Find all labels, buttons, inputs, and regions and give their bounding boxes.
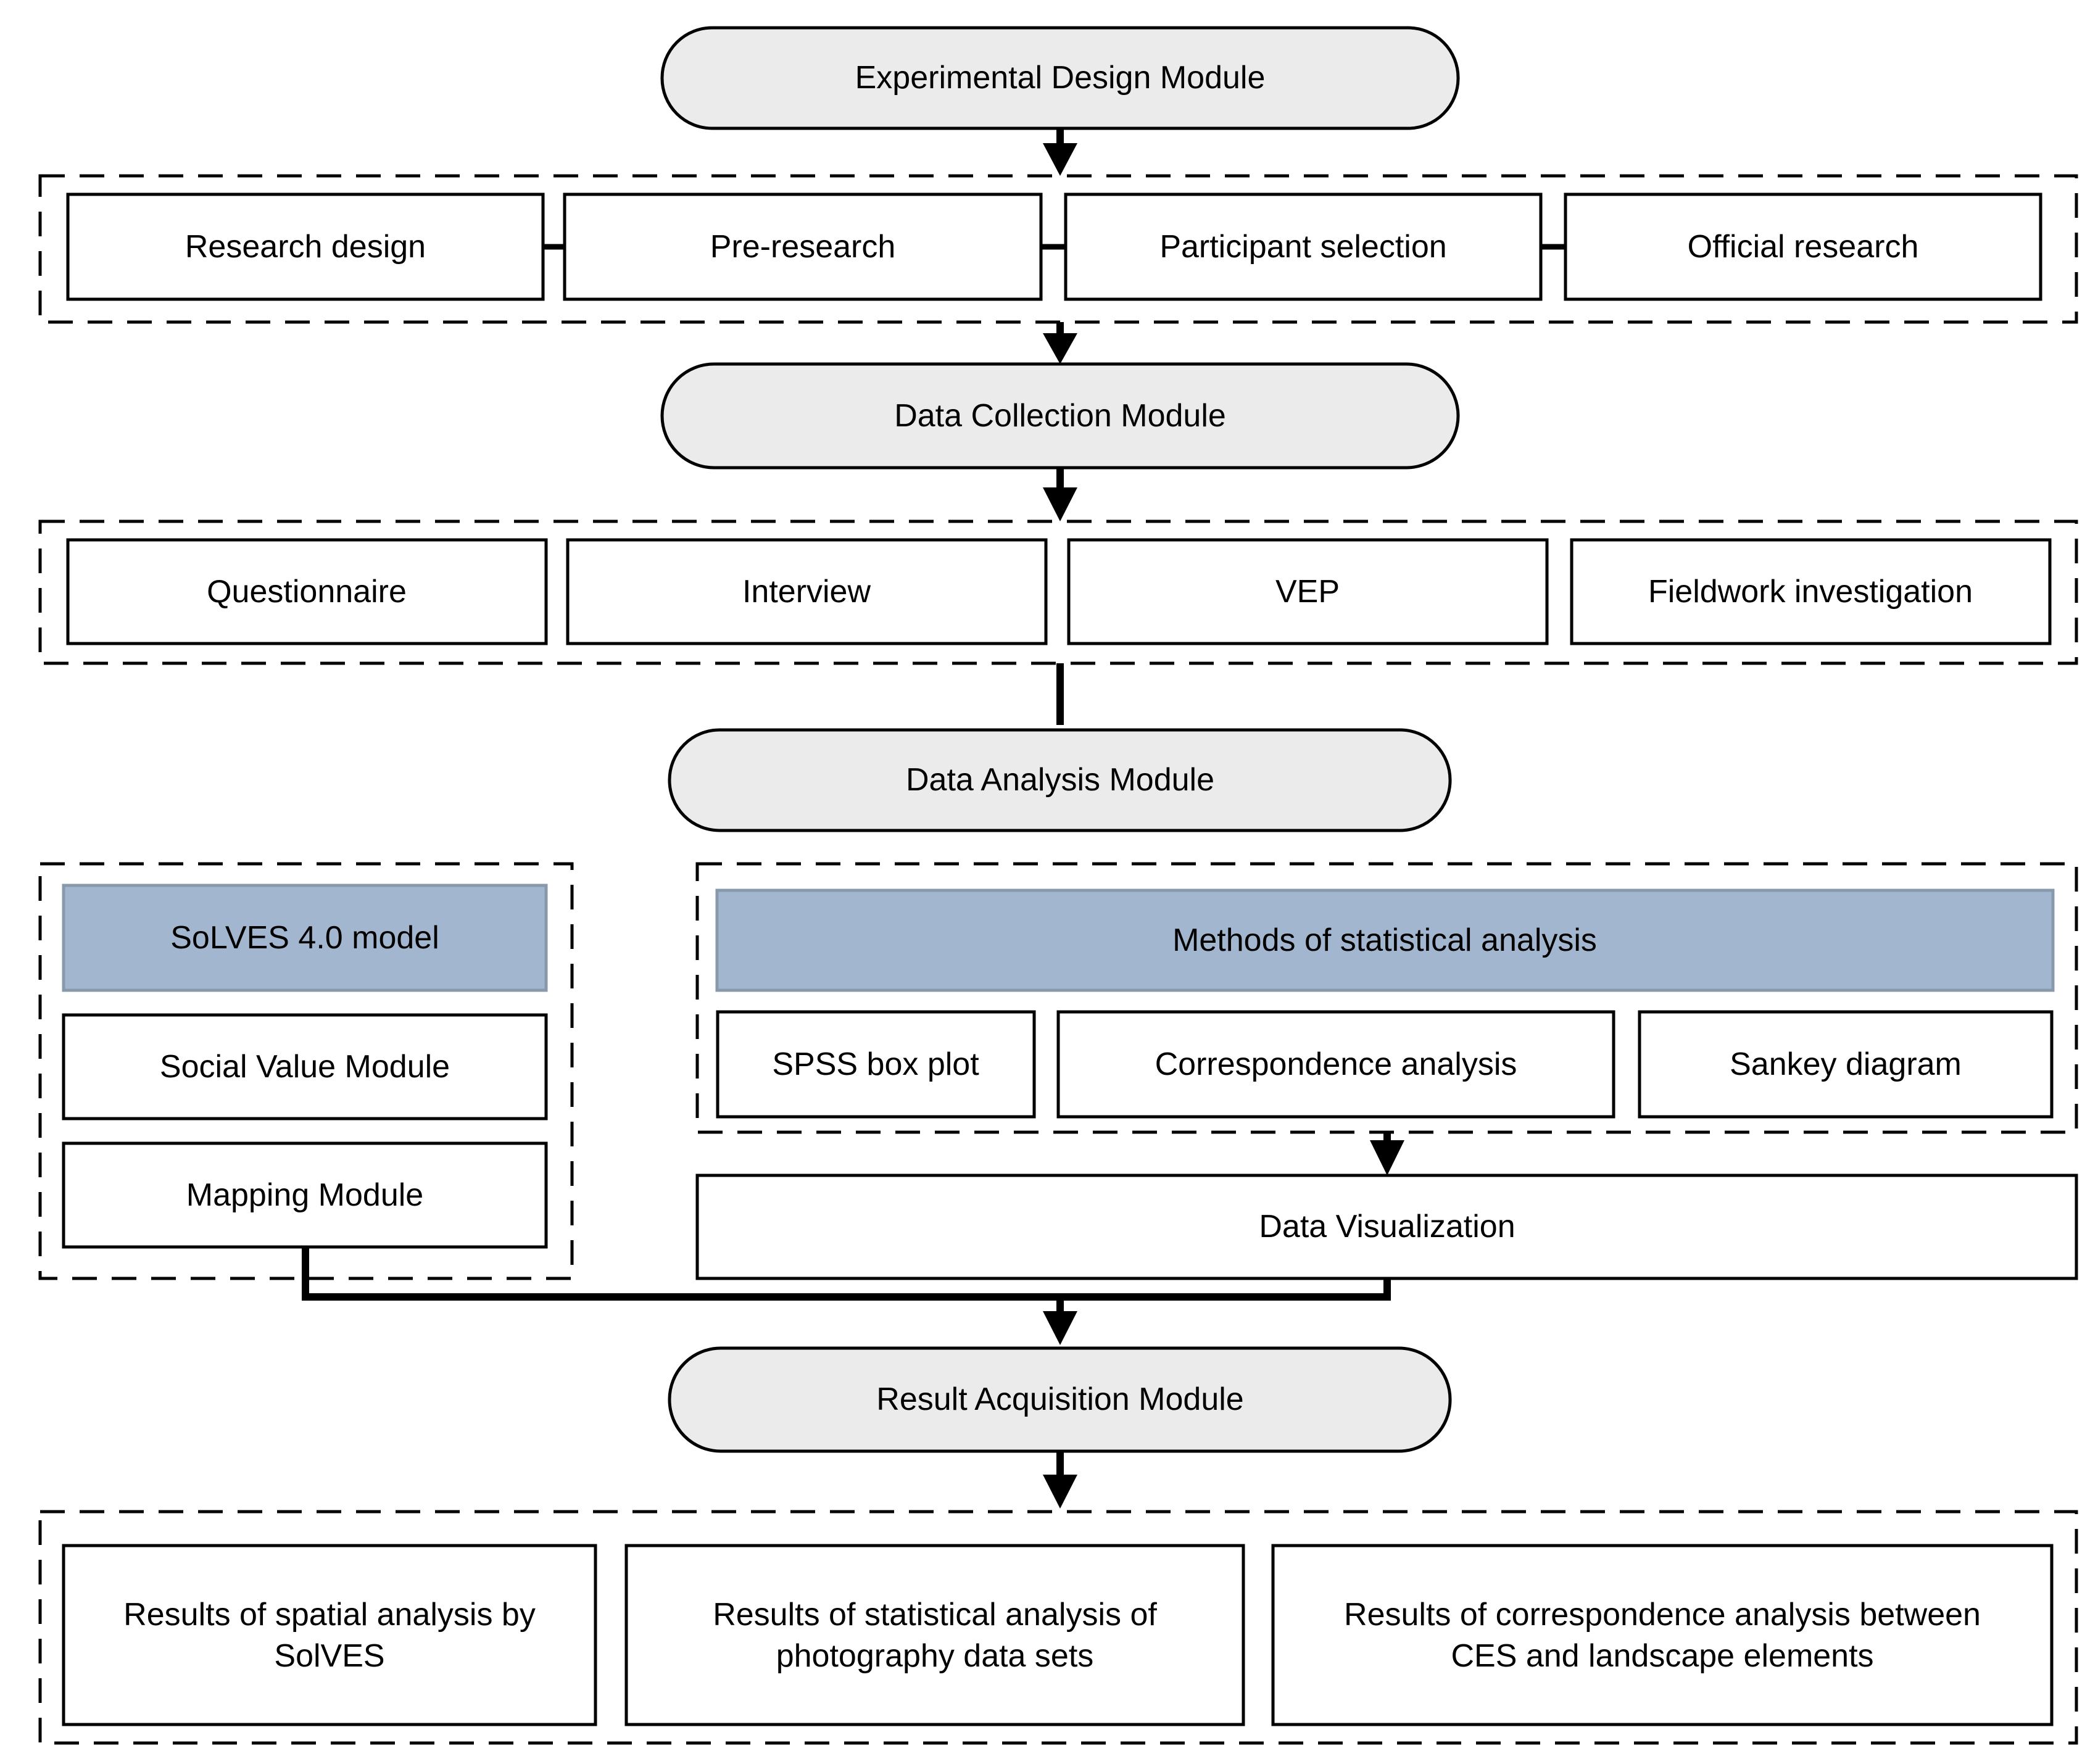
method-interview-label: Interview: [742, 574, 871, 610]
result-spatial-analysis: Results of spatial analysis by SolVES: [62, 1544, 597, 1726]
solves-header: SoLVES 4.0 model: [62, 884, 548, 992]
result-statistical-analysis-line-1: Results of statistical analysis of: [713, 1597, 1157, 1633]
method-fieldwork-investigation: Fieldwork investigation: [1570, 538, 2052, 645]
solves-header-label: SoLVES 4.0 model: [170, 920, 439, 956]
arrowhead: [1370, 1140, 1404, 1175]
step-pre-research-label: Pre-research: [710, 229, 896, 265]
results-group: [38, 1510, 2078, 1745]
mapping-module: Mapping Module: [62, 1141, 548, 1249]
method-interview: Interview: [566, 538, 1048, 645]
arrowhead: [1043, 1311, 1077, 1345]
result-statistical-analysis-line-2: photography data sets: [776, 1638, 1094, 1674]
result-acquisition-module: Result Acquisition Module: [668, 1346, 1452, 1453]
result-statistical-analysis: Results of statistical analysis of photo…: [624, 1544, 1245, 1726]
method-vep: VEP: [1067, 538, 1549, 645]
arrowhead: [1043, 333, 1077, 364]
connectors: [302, 128, 1565, 1509]
data-collection-label: Data Collection Module: [894, 398, 1226, 434]
arrowhead: [1043, 1475, 1077, 1509]
result-spatial-analysis-line-2: SolVES: [274, 1638, 384, 1674]
data-visualization-label: Data Visualization: [1259, 1209, 1515, 1244]
method-questionnaire-label: Questionnaire: [207, 574, 407, 610]
step-pre-research: Pre-research: [563, 193, 1043, 301]
data-analysis-module: Data Analysis Module: [668, 728, 1452, 832]
data-analysis-label: Data Analysis Module: [906, 762, 1214, 798]
social-value-module: Social Value Module: [62, 1013, 548, 1120]
result-acquisition-label: Result Acquisition Module: [876, 1381, 1243, 1417]
result-correspondence-analysis: Results of correspondence analysis betwe…: [1271, 1544, 2054, 1726]
result-correspondence-analysis-line-2: CES and landscape elements: [1451, 1638, 1873, 1674]
experimental-design-label: Experimental Design Module: [855, 60, 1266, 96]
social-value-module-label: Social Value Module: [160, 1049, 450, 1085]
method-correspondence-analysis: Correspondence analysis: [1056, 1010, 1615, 1119]
step-official-research: Official research: [1564, 193, 2042, 301]
connector-merge-to-results: [302, 1248, 1391, 1301]
arrowhead: [1043, 487, 1077, 521]
data-visualization: Data Visualization: [695, 1174, 2078, 1280]
arrowhead: [1043, 143, 1077, 176]
result-spatial-analysis-line-1: Results of spatial analysis by: [123, 1597, 536, 1633]
method-sankey-diagram-label: Sankey diagram: [1730, 1046, 1962, 1082]
method-sankey-diagram: Sankey diagram: [1638, 1010, 2054, 1119]
step-participant-selection: Participant selection: [1064, 193, 1543, 301]
method-spss-box-plot: SPSS box plot: [716, 1010, 1036, 1119]
experimental-design-module: Experimental Design Module: [660, 26, 1460, 130]
step-research-design-label: Research design: [185, 229, 426, 265]
step-participant-selection-label: Participant selection: [1159, 229, 1446, 265]
method-correspondence-analysis-label: Correspondence analysis: [1155, 1046, 1517, 1082]
result-correspondence-analysis-line-1: Results of correspondence analysis betwe…: [1344, 1597, 1981, 1633]
statistics-header: Methods of statistical analysis: [715, 888, 2055, 992]
collection-methods-group: [38, 520, 2078, 665]
method-fieldwork-investigation-label: Fieldwork investigation: [1648, 574, 1973, 610]
method-questionnaire: Questionnaire: [66, 538, 548, 645]
step-research-design: Research design: [66, 193, 545, 301]
data-collection-module: Data Collection Module: [660, 362, 1460, 470]
method-vep-label: VEP: [1275, 574, 1340, 610]
mapping-module-label: Mapping Module: [186, 1177, 423, 1213]
step-official-research-label: Official research: [1688, 229, 1919, 265]
method-spss-box-plot-label: SPSS box plot: [772, 1046, 979, 1082]
statistics-header-label: Methods of statistical analysis: [1172, 922, 1597, 958]
